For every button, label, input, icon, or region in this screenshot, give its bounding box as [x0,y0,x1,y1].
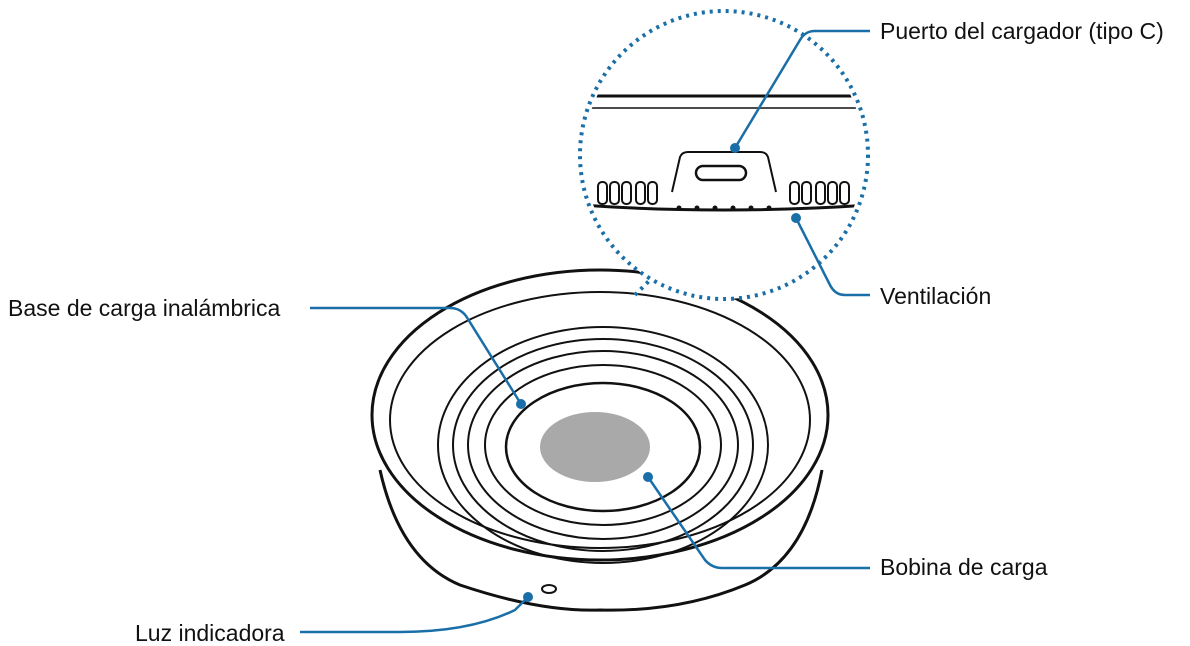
callout-line-light [300,596,529,634]
coil-rings [437,326,769,564]
coil-ring-5 [504,381,702,513]
label-base: Base de carga inalámbrica [8,295,281,321]
label-ventilation: Ventilación [880,283,992,309]
coil-ring-3 [467,350,739,540]
vent-slots-right [789,181,850,205]
callout-dot-coil [643,472,653,482]
zoom-connector [633,278,652,297]
zoom-detail [584,94,864,212]
callout-dot-light [523,592,533,602]
vent-dots [676,205,772,211]
device-bottom-edge [584,203,864,212]
callout-line-vent [794,217,870,297]
coil-ring-2 [452,338,754,552]
indicator-light-icon [541,584,557,594]
callout-line-port [733,29,870,149]
label-indicator-light: Luz indicadora [135,620,285,646]
usb-c-port-icon [694,164,748,182]
coil-center-gray [540,412,650,482]
callout-dot-port [730,143,740,153]
vent-slots-left [597,181,658,205]
callout-dot-base [516,399,526,409]
callout-dot-vent [791,213,801,223]
coil-ring-1 [437,326,769,564]
label-charger-port: Puerto del cargador (tipo C) [880,18,1164,44]
callout-lines [300,29,870,634]
callout-line-coil [646,476,870,570]
label-coil: Bobina de carga [880,554,1048,580]
callout-line-base [310,306,523,405]
pad-side-outline [378,469,824,612]
coil-ring-4 [484,364,722,526]
pad-top-inner-rim [389,291,811,549]
callout-dots [516,143,801,602]
